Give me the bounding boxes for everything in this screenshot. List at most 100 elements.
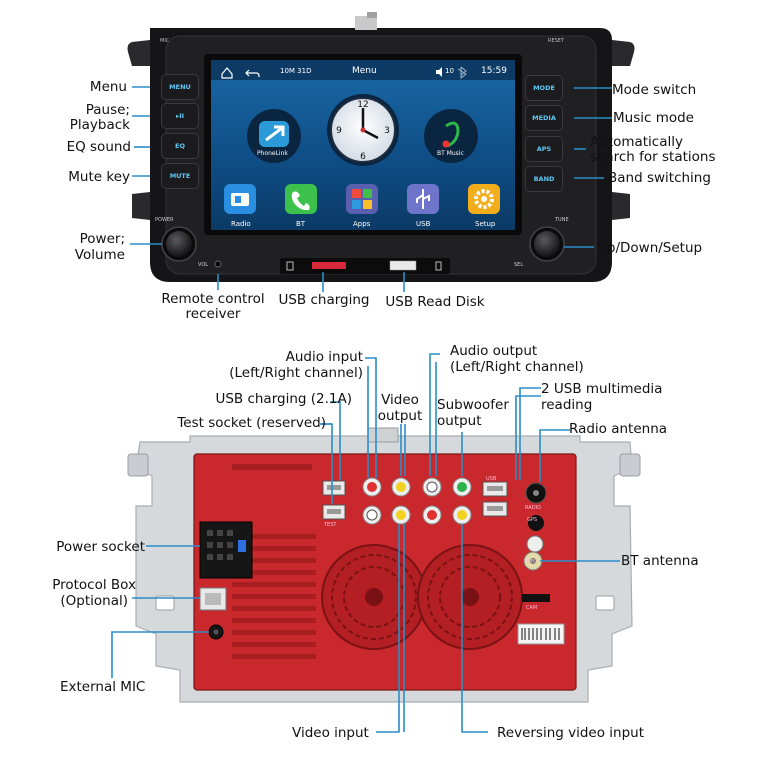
media-button[interactable]: MEDIA [525, 105, 563, 131]
tune-micro-label: TUNE [555, 217, 569, 223]
remote-receiver [214, 260, 222, 268]
label-external-mic: External MIC [60, 679, 146, 695]
usb-micro-label: USB [486, 476, 497, 482]
label-pause-1: Pause; [85, 102, 130, 118]
svg-text:9: 9 [336, 126, 342, 136]
label-power-1: Power; [79, 231, 125, 247]
label-updown: Up/Down/Setup [597, 240, 703, 256]
test-micro-label: TEST [324, 522, 337, 528]
fan-right [417, 544, 523, 650]
label-radio-antenna: Radio antenna [569, 421, 668, 437]
screen-time: 15:59 [481, 66, 507, 76]
label-band: Band switching [608, 170, 711, 186]
label-remote-2: receiver [185, 306, 241, 322]
label-aps-1: Automatically [590, 134, 683, 150]
app-usb-label[interactable]: USB [416, 220, 431, 228]
gps-jack [528, 515, 544, 531]
label-subwoofer-1: Subwoofer [437, 397, 509, 413]
rca-sub-reverse [452, 477, 472, 525]
play-pause-button[interactable]: ▸II [161, 103, 199, 129]
phonelink-icon [265, 125, 285, 142]
app-setup-label[interactable]: Setup [475, 220, 496, 228]
reset-label: RESET [548, 38, 565, 44]
label-remote-1: Remote control [161, 291, 265, 307]
cam-socket [522, 594, 550, 602]
app-apps-label[interactable]: Apps [353, 220, 371, 228]
mode-button[interactable]: MODE [525, 75, 563, 101]
app-bt-label[interactable]: BT [296, 220, 306, 228]
front-unit: 12 3 6 9 [127, 12, 635, 292]
label-eq: EQ sound [66, 139, 131, 155]
label-audio-output-1: Audio output [450, 343, 538, 359]
rca-audio-output [422, 477, 442, 525]
svg-text:3: 3 [384, 126, 390, 136]
back-unit [111, 353, 641, 733]
rca-audio-input [362, 477, 382, 525]
apps-app-icon [346, 184, 378, 214]
widget-phonelink[interactable]: PhoneLink [257, 150, 288, 157]
label-bt-antenna: BT antenna [621, 553, 699, 569]
music-note-icon [445, 121, 460, 148]
label-usb-read: USB Read Disk [385, 294, 485, 310]
usb-charging-port [312, 262, 346, 269]
mute-button[interactable]: MUTE [161, 163, 199, 189]
sel-micro-label: SEL [514, 262, 524, 268]
eq-button[interactable]: EQ [161, 133, 199, 159]
power-micro-label: POWER [155, 217, 174, 223]
label-media: Music mode [613, 110, 694, 126]
label-protocol-box-1: Protocol Box [52, 577, 136, 593]
label-usb-multimedia-1: 2 USB multimedia [541, 381, 663, 397]
label-audio-input-1: Audio input [285, 349, 363, 365]
svg-text:6: 6 [360, 152, 366, 162]
speaker-icon [436, 67, 442, 77]
band-button[interactable]: BAND [525, 166, 563, 192]
back-icon [245, 69, 260, 77]
wifi-jack [526, 535, 544, 553]
label-mode: Mode switch [612, 82, 697, 98]
widget-bt-music[interactable]: BT Music [437, 150, 464, 157]
tune-knob [534, 231, 560, 257]
back-leader-lines [111, 353, 620, 733]
clock-hand-hour [362, 128, 379, 140]
wifi-micro-label: WIFI [524, 559, 535, 565]
aps-button[interactable]: APS [525, 136, 563, 162]
label-video-input: Video input [292, 725, 369, 741]
screen-date: 10M 31D [280, 67, 312, 75]
front-leader-lines [130, 86, 612, 292]
label-power-2: Volume [74, 247, 125, 263]
radio-micro-label: RADIO [525, 505, 541, 511]
label-usb-charging-21: USB charging (2.1A) [215, 391, 352, 407]
screen-title: Menu [352, 66, 377, 76]
label-test-socket: Test socket (reserved) [177, 415, 326, 431]
cam-micro-label: CAM [526, 605, 538, 611]
label-audio-input-2: (Left/Right channel) [229, 365, 363, 381]
label-protocol-box-2: (Optional) [60, 593, 128, 609]
home-icon [221, 67, 233, 79]
label-subwoofer-2: output [437, 413, 482, 429]
label-usb-multimedia-2: reading [541, 397, 593, 413]
label-usb-charging: USB charging [278, 292, 370, 308]
label-power-socket: Power socket [56, 539, 145, 555]
label-video-output-2: output [377, 408, 423, 424]
fan-left [321, 544, 427, 650]
rca-video [391, 477, 411, 525]
label-video-output-1: Video [381, 392, 419, 408]
svg-text:12: 12 [357, 100, 368, 110]
gps-micro-label: GPS [527, 517, 538, 523]
menu-button[interactable]: MENU [161, 74, 199, 100]
label-audio-output-2: (Left/Right channel) [450, 359, 584, 375]
label-mute: Mute key [68, 169, 130, 185]
screen-volume: 10 [445, 67, 454, 75]
label-pause-2: Playback [69, 117, 130, 133]
battery-icon [286, 261, 294, 271]
vol-micro-label: VOL [198, 262, 209, 268]
mic-label: MIC [160, 38, 170, 44]
volume-knob [166, 231, 192, 257]
label-menu: Menu [89, 79, 127, 95]
usb-read-port [389, 260, 417, 271]
label-aps-2: search for stations [590, 149, 716, 165]
label-reversing-video: Reversing video input [497, 725, 645, 741]
bluetooth-icon [457, 66, 467, 80]
app-radio-label[interactable]: Radio [231, 220, 251, 228]
